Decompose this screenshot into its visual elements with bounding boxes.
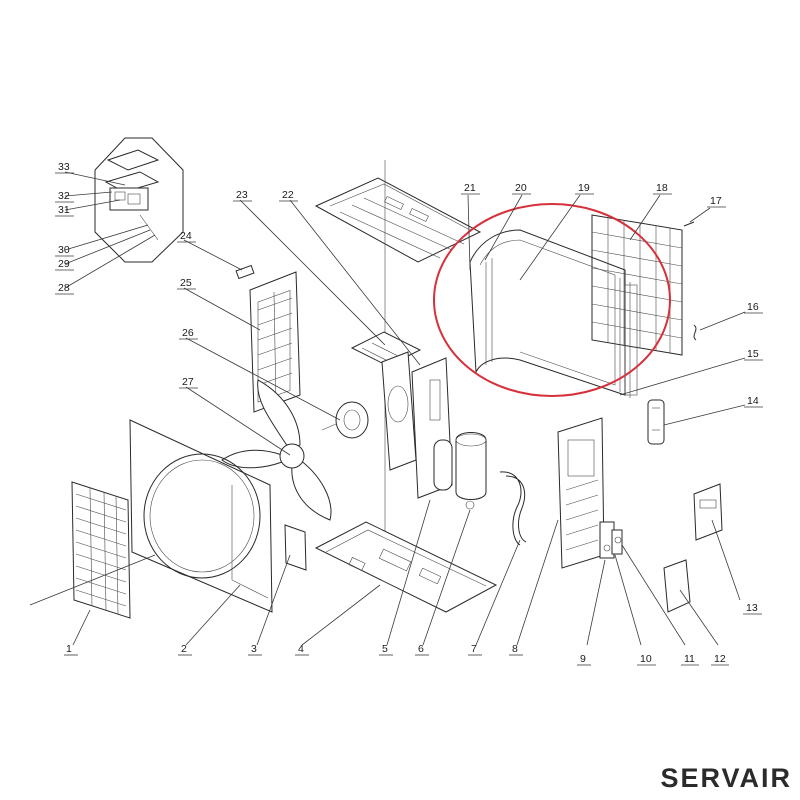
part-label-22: 22 (282, 189, 294, 201)
part-label-15: 15 (747, 348, 759, 360)
control-box-inset (94, 137, 184, 263)
part-label-24: 24 (180, 230, 192, 242)
fan-blade (221, 379, 332, 521)
part-label-32: 32 (58, 190, 70, 202)
screw (683, 221, 695, 227)
front-panel (129, 419, 273, 613)
part-label-6: 6 (418, 643, 424, 655)
part-label-11: 11 (684, 653, 695, 665)
leader-lines (29, 171, 746, 646)
part-label-18: 18 (656, 182, 668, 194)
part-label-16: 16 (747, 301, 759, 313)
part-label-5: 5 (382, 643, 388, 655)
right-side-panel (557, 417, 605, 569)
wire (693, 324, 697, 341)
motor-bracket (350, 331, 422, 471)
part-label-29: 29 (58, 258, 70, 270)
part-label-23: 23 (236, 189, 248, 201)
valve-cover (663, 559, 691, 613)
service-valves (599, 521, 623, 559)
refrigerant-pipe (499, 471, 527, 546)
part-label-2: 2 (181, 643, 187, 655)
fan-motor (321, 401, 369, 439)
part-label-28: 28 (58, 282, 70, 294)
electrical-component (647, 399, 665, 445)
part-label-30: 30 (58, 244, 70, 256)
part-label-19: 19 (578, 182, 590, 194)
part-label-27: 27 (182, 376, 194, 388)
part-label-9: 9 (580, 653, 586, 665)
part-label-26: 26 (182, 327, 194, 339)
side-panel (235, 264, 301, 413)
part-label-10: 10 (640, 653, 652, 665)
part-label-4: 4 (298, 643, 304, 655)
part-label-17: 17 (710, 195, 722, 207)
part-label-1: 1 (66, 643, 72, 655)
part-label-31: 31 (58, 204, 70, 216)
part-label-20: 20 (515, 182, 527, 194)
part-labels: 1 2 3 4 5 6 7 8 9 10 11 12 13 14 15 16 1… (55, 161, 763, 666)
part-label-13: 13 (746, 602, 758, 614)
part-label-7: 7 (471, 643, 477, 655)
part-label-33: 33 (58, 161, 70, 173)
part-label-8: 8 (512, 643, 518, 655)
panel-plate (284, 524, 307, 571)
part-label-14: 14 (747, 395, 759, 407)
front-grille (71, 481, 131, 619)
condenser-coil (469, 229, 638, 398)
top-cover (314, 177, 482, 263)
brand-logo: SERVAIR (660, 763, 792, 793)
part-label-12: 12 (714, 653, 726, 665)
part-label-21: 21 (464, 182, 476, 194)
compressor-assembly (411, 357, 487, 510)
handle (693, 483, 723, 541)
part-label-25: 25 (180, 277, 192, 289)
base-pan (314, 521, 498, 613)
part-label-3: 3 (251, 643, 257, 655)
highlight-circle (433, 203, 671, 397)
